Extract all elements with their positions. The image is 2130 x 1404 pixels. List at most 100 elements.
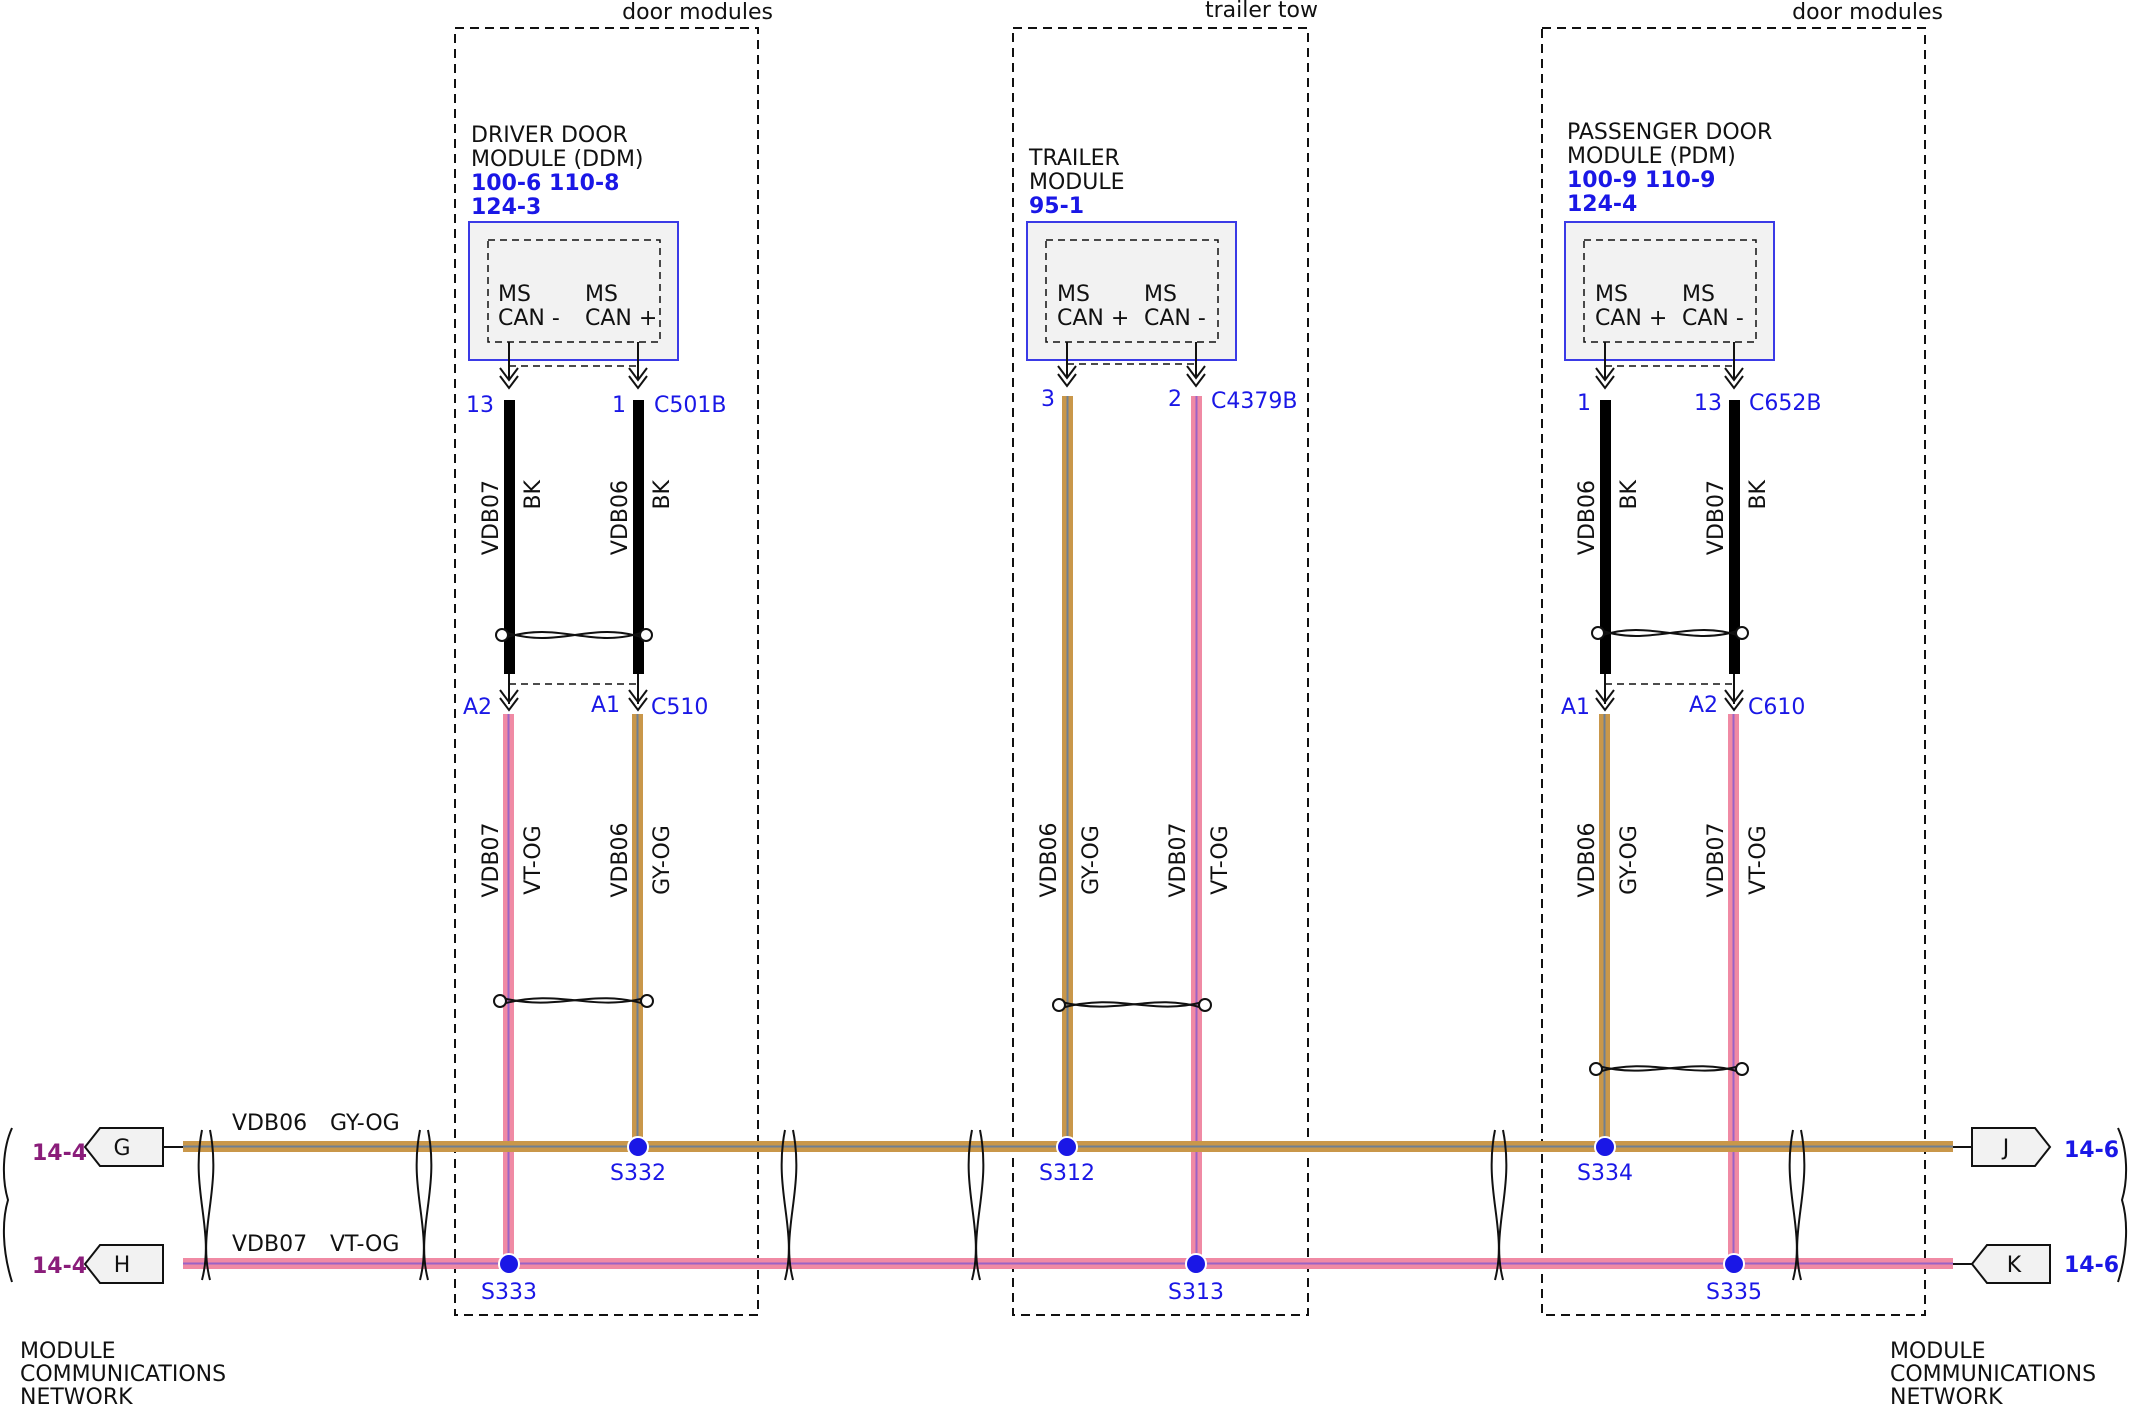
ddm-box [468,221,679,361]
splice-s313-label: S313 [1168,1280,1224,1305]
splice-s312-label: S312 [1039,1161,1095,1186]
upper-black-wires [504,400,1740,674]
twisted-pair-markers [495,626,1749,642]
ddm-connector-id: C501B [654,393,726,418]
splice-s312 [1056,1136,1078,1158]
ddm-b-upper-circuit: VDB06 [608,480,633,555]
trailer-pin-a-number: 3 [1041,387,1055,412]
network-left-line3: NETWORK [20,1385,133,1404]
pdm-inner-box [1583,239,1757,343]
ddm-pin-a-label1: MS [498,282,531,307]
pdm-a-lower-circuit: VDB06 [1575,822,1600,897]
trailer-connector-id: C4379B [1211,389,1297,414]
c610-pin-b: A2 [1689,693,1718,718]
offpage-g-letter: G [113,1136,130,1161]
ddm-name-line2: MODULE (DDM) [471,147,644,172]
passenger-door-module[interactable]: PASSENGER DOOR MODULE (PDM) 100-9 110-9 … [1564,120,1775,361]
trailer-tow-group [1012,27,1309,1316]
pdm-pin-a-number: 1 [1577,391,1591,416]
ddm-pin-b-number: 1 [612,393,626,418]
door-modules-right-group [1541,27,1926,1316]
splice-s313 [1185,1253,1207,1275]
network-right-line1: MODULE [1890,1339,1986,1364]
vertical-wire-labels: VDB07 BK VDB06 BK VDB07 VT-OG VDB06 GY-O… [479,479,1771,897]
c610-pin-a: A1 [1561,695,1590,720]
offpage-k-ref: 14-6 [2064,1253,2119,1278]
pdm-b-upper-color: BK [1746,479,1771,509]
bus-top-color: GY-OG [330,1111,400,1136]
bus-twist-markers [197,1129,1806,1281]
pdm-a-lower-color: GY-OG [1617,825,1642,895]
ddm-b-lower-circuit: VDB06 [608,822,633,897]
trailer-b-color: VT-OG [1208,825,1233,894]
trailer-b-circuit: VDB07 [1166,822,1191,897]
offpage-k-letter: K [2007,1253,2022,1278]
ddm-pin-b-label2: CAN + [585,306,657,331]
bus-braces [2,1127,2128,1283]
lower-vertical-wires [503,396,1739,1264]
offpage-connector-j[interactable]: J 14-6 [1953,1127,2119,1167]
splice-points [498,1136,1745,1275]
pdm-name-line1: PASSENGER DOOR [1567,120,1772,145]
ddm-pin-a-number: 13 [466,393,494,418]
pdm-ref-line1: 100-9 110-9 [1567,168,1715,193]
network-right-line3: NETWORK [1890,1385,2003,1404]
bus-bottom-circuit: VDB07 [232,1232,307,1257]
offpage-h-letter: H [114,1253,131,1278]
pdm-pin-b-number: 13 [1694,391,1722,416]
splice-s334-label: S334 [1577,1161,1633,1186]
ddm-b-upper-color: BK [650,479,675,509]
twisted-pair-markers-lower [493,994,1749,1076]
trailer-ref-line1: 95-1 [1029,194,1084,219]
bus-bottom-color: VT-OG [330,1232,399,1257]
ddm-pin-b-label1: MS [585,282,618,307]
pdm-box [1564,221,1775,361]
pdm-a-upper-circuit: VDB06 [1575,480,1600,555]
pdm-a-upper-color: BK [1617,479,1642,509]
offpage-connector-k[interactable]: K 14-6 [1953,1244,2119,1284]
pdm-name-line2: MODULE (PDM) [1567,144,1736,169]
pdm-ref-line2: 124-4 [1567,192,1637,217]
module-connector-pins [499,342,1744,390]
splice-s334 [1594,1136,1616,1158]
c610-id: C610 [1748,695,1805,720]
trailer-name-line2: MODULE [1029,170,1125,195]
offpage-j-letter: J [2001,1136,2010,1161]
trailer-a-color: GY-OG [1079,825,1104,895]
driver-door-module[interactable]: DRIVER DOOR MODULE (DDM) 100-6 110-8 124… [468,123,679,361]
ddm-ref-line1: 100-6 110-8 [471,171,619,196]
bus-top-circuit: VDB06 [232,1111,307,1136]
ddm-name-line1: DRIVER DOOR [471,123,628,148]
ddm-a-upper-color: BK [521,479,546,509]
splice-s335-label: S335 [1706,1280,1762,1305]
splice-s333-label: S333 [481,1280,537,1305]
offpage-connector-h[interactable]: H 14-4 [32,1244,164,1284]
splice-s333 [498,1253,520,1275]
offpage-j-ref: 14-6 [2064,1138,2119,1163]
trailer-inner-box [1045,239,1219,343]
pdm-pin-a-label2: CAN + [1595,306,1667,331]
c510-pin-a: A2 [463,695,492,720]
c510-id: C510 [651,695,708,720]
pdm-b-lower-circuit: VDB07 [1704,822,1729,897]
ddm-a-lower-circuit: VDB07 [479,822,504,897]
group-title-right: door modules [1792,0,1943,25]
door-modules-left-group [454,27,759,1316]
splice-s332-label: S332 [610,1161,666,1186]
offpage-connector-g[interactable]: G 14-4 [32,1127,183,1167]
trailer-a-circuit: VDB06 [1037,822,1062,897]
network-left-line2: COMMUNICATIONS [20,1362,226,1387]
trailer-module[interactable]: TRAILER MODULE 95-1 MS CAN + MS CAN - [1026,146,1237,361]
network-left-line1: MODULE [20,1339,116,1364]
group-title-left: door modules [622,0,773,25]
offpage-g-ref: 14-4 [32,1141,87,1166]
c510-pin-b: A1 [591,693,620,718]
pdm-pin-b-label1: MS [1682,282,1715,307]
ddm-inner-box [487,239,661,343]
network-right-line2: COMMUNICATIONS [1890,1362,2096,1387]
pdm-connector-id: C652B [1749,391,1821,416]
pdm-b-lower-color: VT-OG [1746,825,1771,894]
group-title-center: trailer tow [1205,0,1318,23]
trailer-pin-b-label2: CAN - [1144,306,1206,331]
